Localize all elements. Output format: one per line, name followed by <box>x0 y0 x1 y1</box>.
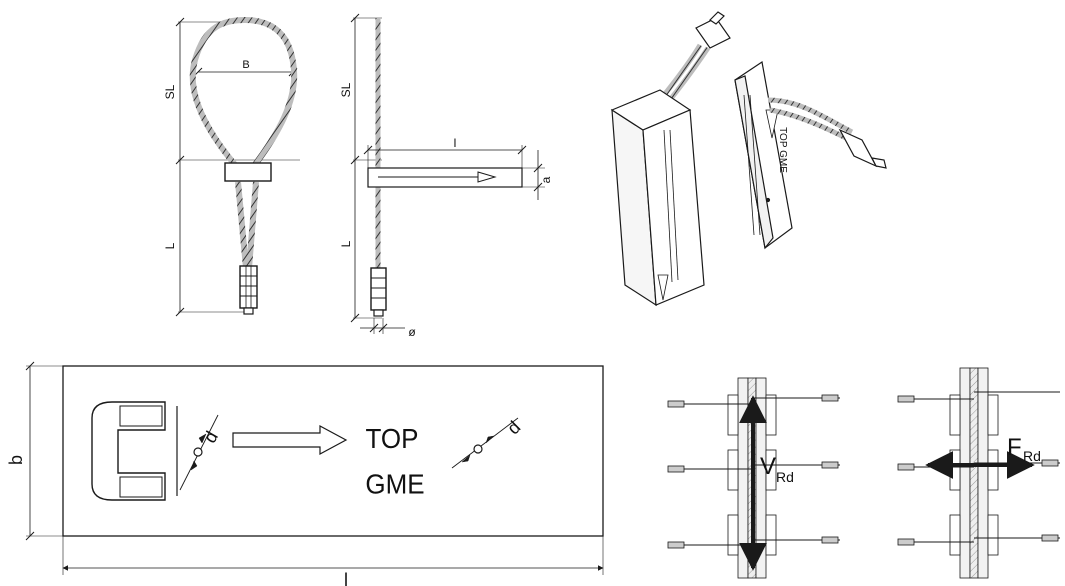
iso-top-gme-text: TOP GME <box>777 127 788 173</box>
dim-label-a: a <box>539 176 553 183</box>
dim-label-b: b <box>6 455 26 465</box>
dim-label-l-big: l <box>344 570 348 586</box>
dim-label-L-side: L <box>339 240 353 247</box>
dim-label-SL: SL <box>163 84 177 99</box>
loop-front-view <box>175 16 300 317</box>
dim-label-l-small: l <box>454 136 457 150</box>
loop-side-view <box>350 13 545 334</box>
dim-label-B: B <box>242 59 249 71</box>
plate-label-top: TOP <box>366 423 419 454</box>
plate-label-d1: d <box>200 428 222 447</box>
load-label-V: V <box>760 453 776 480</box>
iso-insert-left <box>610 11 731 307</box>
load-label-V-sub: Rd <box>776 469 794 485</box>
plate-label-gme: GME <box>365 469 424 500</box>
plate-label-d2: d <box>503 417 524 438</box>
load-diagram-tension <box>897 367 1060 579</box>
load-label-F: F <box>1007 434 1022 461</box>
load-diagram-shear <box>667 377 840 579</box>
plate-diagram <box>25 361 604 575</box>
dim-label-phi: ø <box>408 325 416 339</box>
dim-label-SL-side: SL <box>339 82 353 97</box>
iso-insert-right <box>734 60 887 250</box>
load-label-F-sub: Rd <box>1023 448 1041 464</box>
dim-label-L: L <box>163 242 177 249</box>
